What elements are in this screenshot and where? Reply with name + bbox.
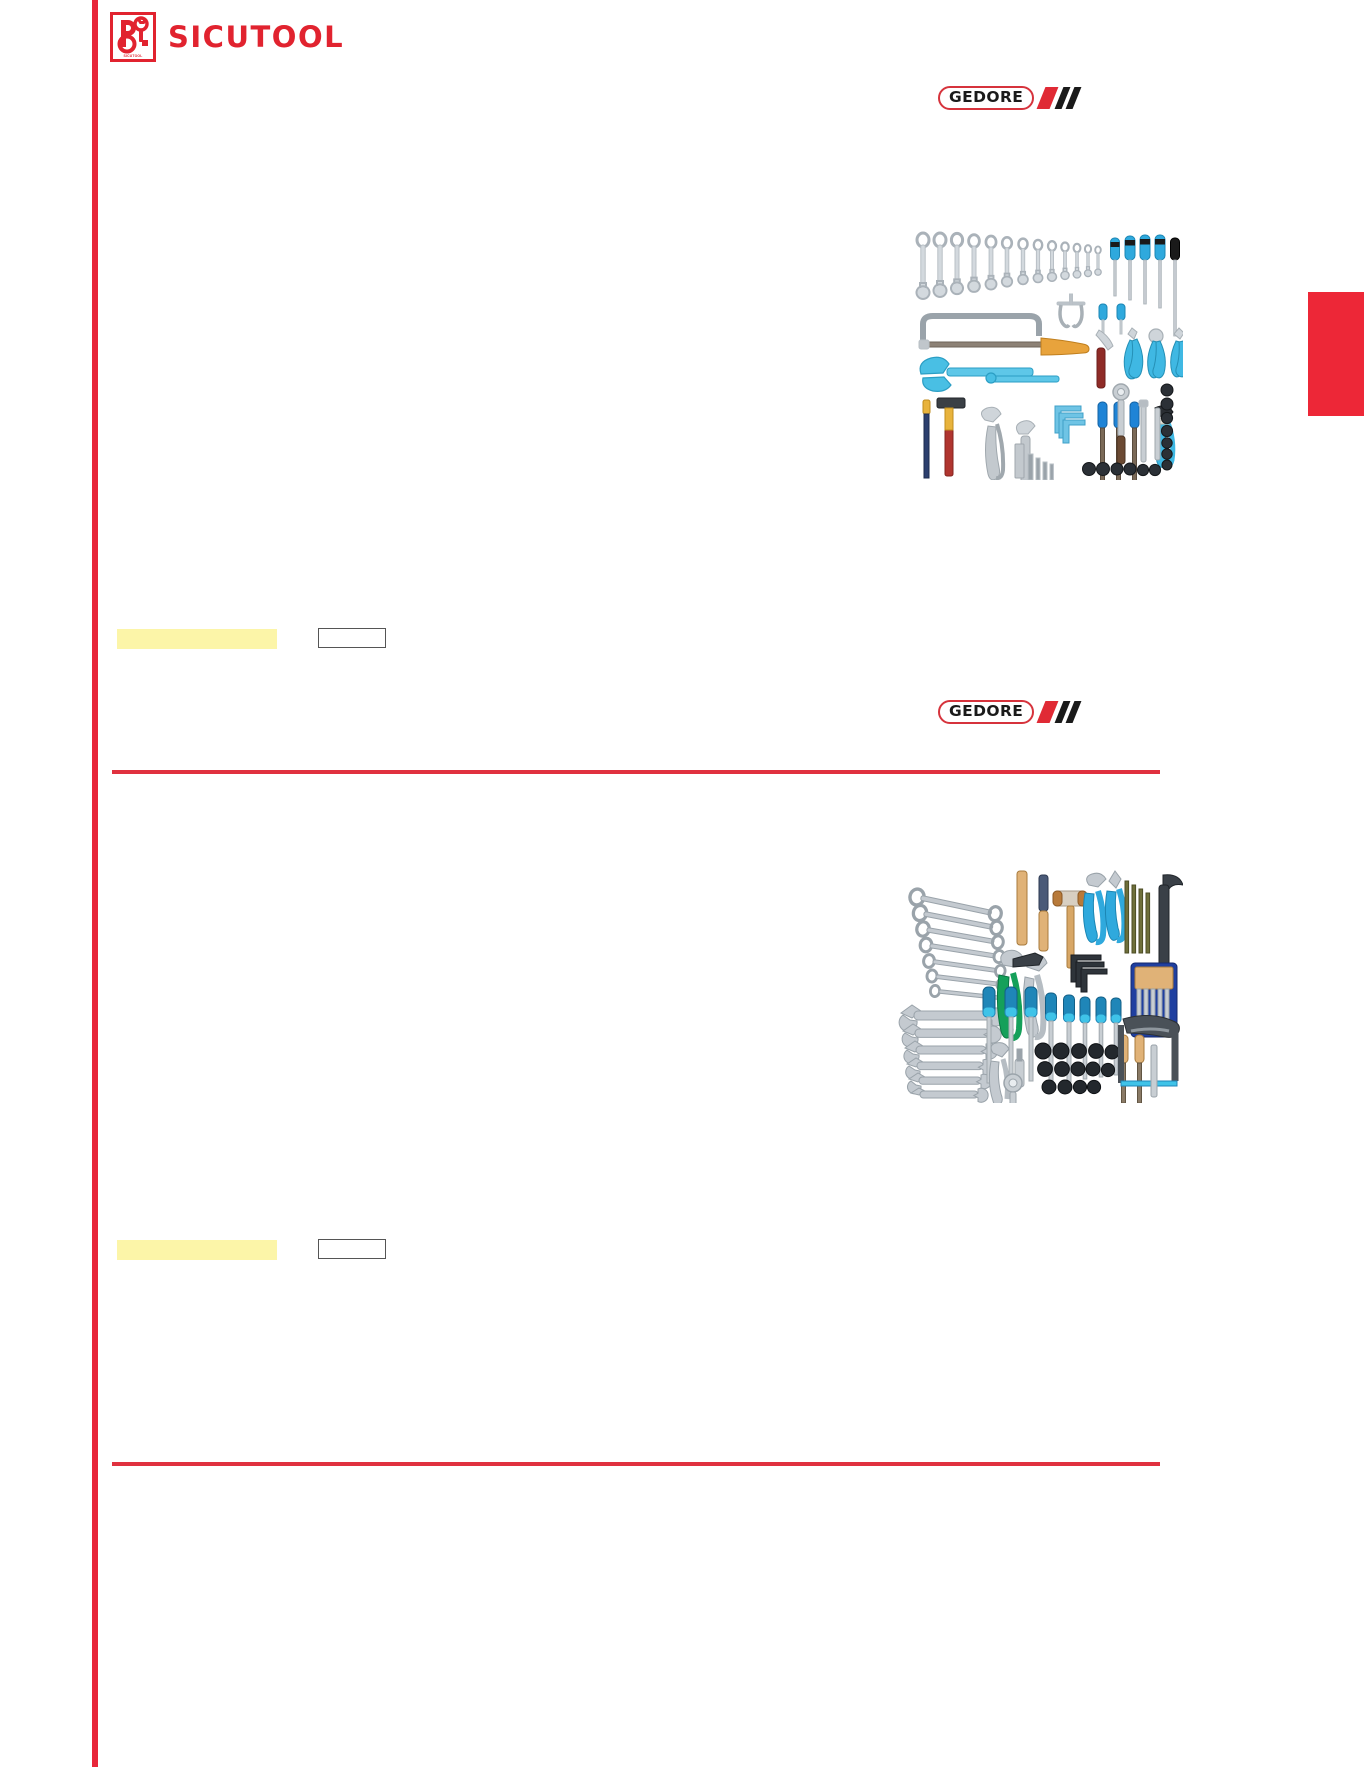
price-box-text bbox=[319, 629, 385, 647]
product-photo-section-1 bbox=[893, 222, 1183, 480]
left-margin-rule bbox=[92, 0, 98, 1767]
price-box-section-1[interactable] bbox=[318, 628, 386, 648]
product-photo-section-2 bbox=[893, 845, 1183, 1103]
tool-assortment-photo-icon bbox=[893, 845, 1183, 1103]
product-code-text bbox=[117, 1240, 277, 1260]
gedore-slashes-icon bbox=[1036, 701, 1085, 723]
gedore-slashes-icon bbox=[1036, 87, 1085, 109]
section-divider-2 bbox=[112, 1462, 1160, 1466]
sicutool-microtext: SICUTOOL bbox=[123, 54, 143, 58]
price-box-section-2[interactable] bbox=[318, 1239, 386, 1259]
sicutool-wordmark: SICUTOOL bbox=[168, 20, 345, 54]
gedore-pill-outline: GEDORE bbox=[938, 700, 1035, 724]
section-divider-1 bbox=[112, 770, 1160, 774]
product-code-highlight-section-2 bbox=[117, 1240, 277, 1260]
sicutool-wrench-logo-icon: SICUTOOL bbox=[110, 12, 156, 62]
gedore-wordmark: GEDORE bbox=[949, 88, 1024, 106]
gedore-wordmark: GEDORE bbox=[949, 702, 1024, 720]
page-index-tab bbox=[1308, 292, 1364, 416]
product-code-text bbox=[117, 629, 277, 649]
gedore-pill-outline: GEDORE bbox=[938, 86, 1035, 110]
gedore-brand-logo-section-2: GEDORE bbox=[938, 700, 1085, 724]
price-box-text bbox=[319, 1240, 385, 1258]
sicutool-masthead: SICUTOOL SICUTOOL bbox=[110, 12, 344, 62]
product-code-highlight-section-1 bbox=[117, 629, 277, 649]
tool-assortment-photo-icon bbox=[893, 222, 1183, 480]
gedore-brand-logo-section-1: GEDORE bbox=[938, 86, 1085, 110]
